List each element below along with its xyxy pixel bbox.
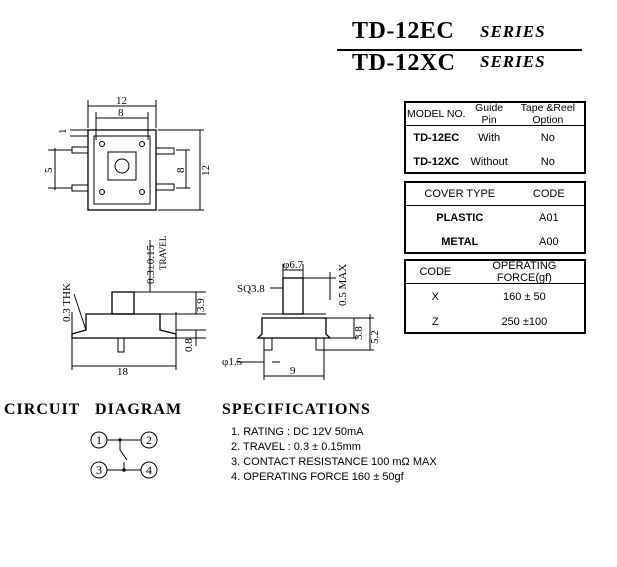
cell-guide-pin: With <box>478 132 501 144</box>
specifications-title: SPECIFICATIONS <box>222 401 371 418</box>
model-table: MODEL NO. Guide Pin Tape &Reel Option TD… <box>404 101 586 174</box>
cell-tape-reel: No <box>540 156 555 168</box>
dim-3-9: 3.9 <box>195 298 207 312</box>
dim-travel-label: TRAVEL <box>158 236 168 270</box>
code-col-header: CODE <box>532 188 565 200</box>
dim-12-right: 12 <box>200 165 212 176</box>
dim-5-2: 5.2 <box>369 330 381 344</box>
table-row: TD-12EC With No <box>406 126 584 150</box>
dim-8-right: 8 <box>175 167 187 173</box>
circuit-diagram-title-text: CIRCUIT DIAGRAM <box>4 401 183 418</box>
cell-guide-pin: Without <box>470 156 508 168</box>
side-view-drawing <box>71 240 206 370</box>
table-row: Z 250 ±100 <box>406 309 584 334</box>
model-table-header: MODEL NO. Guide Pin Tape &Reel Option <box>406 102 584 126</box>
end-view-drawing <box>236 264 374 380</box>
dim-1-left: 1 <box>57 129 69 135</box>
pin-2-label: 2 <box>146 433 152 447</box>
cell-force: 160 ± 50 <box>502 290 546 303</box>
force-col-header: OPERATING FORCE(gf) <box>492 260 557 284</box>
pin-4-label: 4 <box>146 463 152 477</box>
spec-item: 2. TRAVEL : 0.3 ± 0.15mm <box>231 441 361 453</box>
cell-tape-reel: No <box>540 132 555 144</box>
cell-force: 250 ±100 <box>501 315 548 328</box>
dim-8-top: 8 <box>118 107 124 119</box>
cell-code: A00 <box>539 236 559 248</box>
cell-model: TD-12EC <box>413 132 460 144</box>
cell-code: X <box>431 290 440 303</box>
cover-type-col-header: COVER TYPE <box>424 188 496 200</box>
cell-cover-type: METAL <box>441 236 479 248</box>
header-divider <box>337 49 582 51</box>
technical-drawing: 12 8 1 5 8 12 0.3 THK 0.3±0.15 TRAVEL 3.… <box>43 95 381 380</box>
series-label-2: SERIES <box>480 52 546 71</box>
dim-travel: 0.3±0.15 <box>145 244 157 284</box>
dim-12-top: 12 <box>116 95 127 107</box>
table-row: METAL A00 <box>406 230 584 254</box>
dim-d1-5: φ1.5 <box>222 356 243 368</box>
dim-5-left: 5 <box>43 167 55 173</box>
spec-item: 3. CONTACT RESISTANCE 100 mΩ MAX <box>231 456 437 468</box>
dim-0-8: 0.8 <box>183 338 195 352</box>
model-title-xc: TD-12XC <box>352 50 456 76</box>
force-table-header: CODE OPERATING FORCE(gf) <box>406 260 584 284</box>
table-row: PLASTIC A01 <box>406 206 584 230</box>
force-table: CODE OPERATING FORCE(gf) X 160 ± 50 Z 25… <box>404 259 586 334</box>
dim-thk: 0.3 THK <box>61 283 73 322</box>
dim-0-5-max: 0.5 MAX <box>337 264 349 306</box>
specifications-list: 1. RATING : DC 12V 50mA 2. TRAVEL : 0.3 … <box>231 425 437 485</box>
cell-code: Z <box>431 315 439 328</box>
dim-d6-7: φ6.7 <box>283 259 304 271</box>
spec-item: 4. OPERATING FORCE 160 ± 50gf <box>231 471 404 483</box>
code-col-header: CODE <box>419 266 452 278</box>
top-view-drawing <box>48 100 204 211</box>
cell-cover-type: PLASTIC <box>436 212 484 224</box>
table-row: X 160 ± 50 <box>406 284 584 309</box>
series-label-1: SERIES <box>480 22 546 41</box>
circuit-diagram: 1 2 3 4 <box>90 431 158 479</box>
dim-18: 18 <box>117 366 129 378</box>
pin-1-label: 1 <box>96 433 102 447</box>
cover-table: COVER TYPE CODE PLASTIC A01 METAL A00 <box>404 181 586 254</box>
pin-3-label: 3 <box>96 463 102 477</box>
model-title-ec: TD-12EC <box>352 18 455 44</box>
circuit-diagram-title: CIRCUIT DIAGRAM <box>4 401 182 419</box>
dim-sq3-8: SQ3.8 <box>237 283 265 295</box>
model-col-header: MODEL NO. <box>407 108 466 120</box>
guide-pin-col-header: Guide Pin <box>475 102 504 126</box>
cell-model: TD-12XC <box>413 156 460 168</box>
cell-code: A01 <box>539 212 559 224</box>
dim-9: 9 <box>290 365 296 377</box>
tape-reel-col-header: Tape &Reel Option <box>520 102 575 126</box>
spec-item: 1. RATING : DC 12V 50mA <box>231 426 364 438</box>
cover-table-header: COVER TYPE CODE <box>406 183 584 206</box>
table-row: TD-12XC Without No <box>406 150 584 174</box>
dim-3-8: 3.8 <box>353 326 365 340</box>
